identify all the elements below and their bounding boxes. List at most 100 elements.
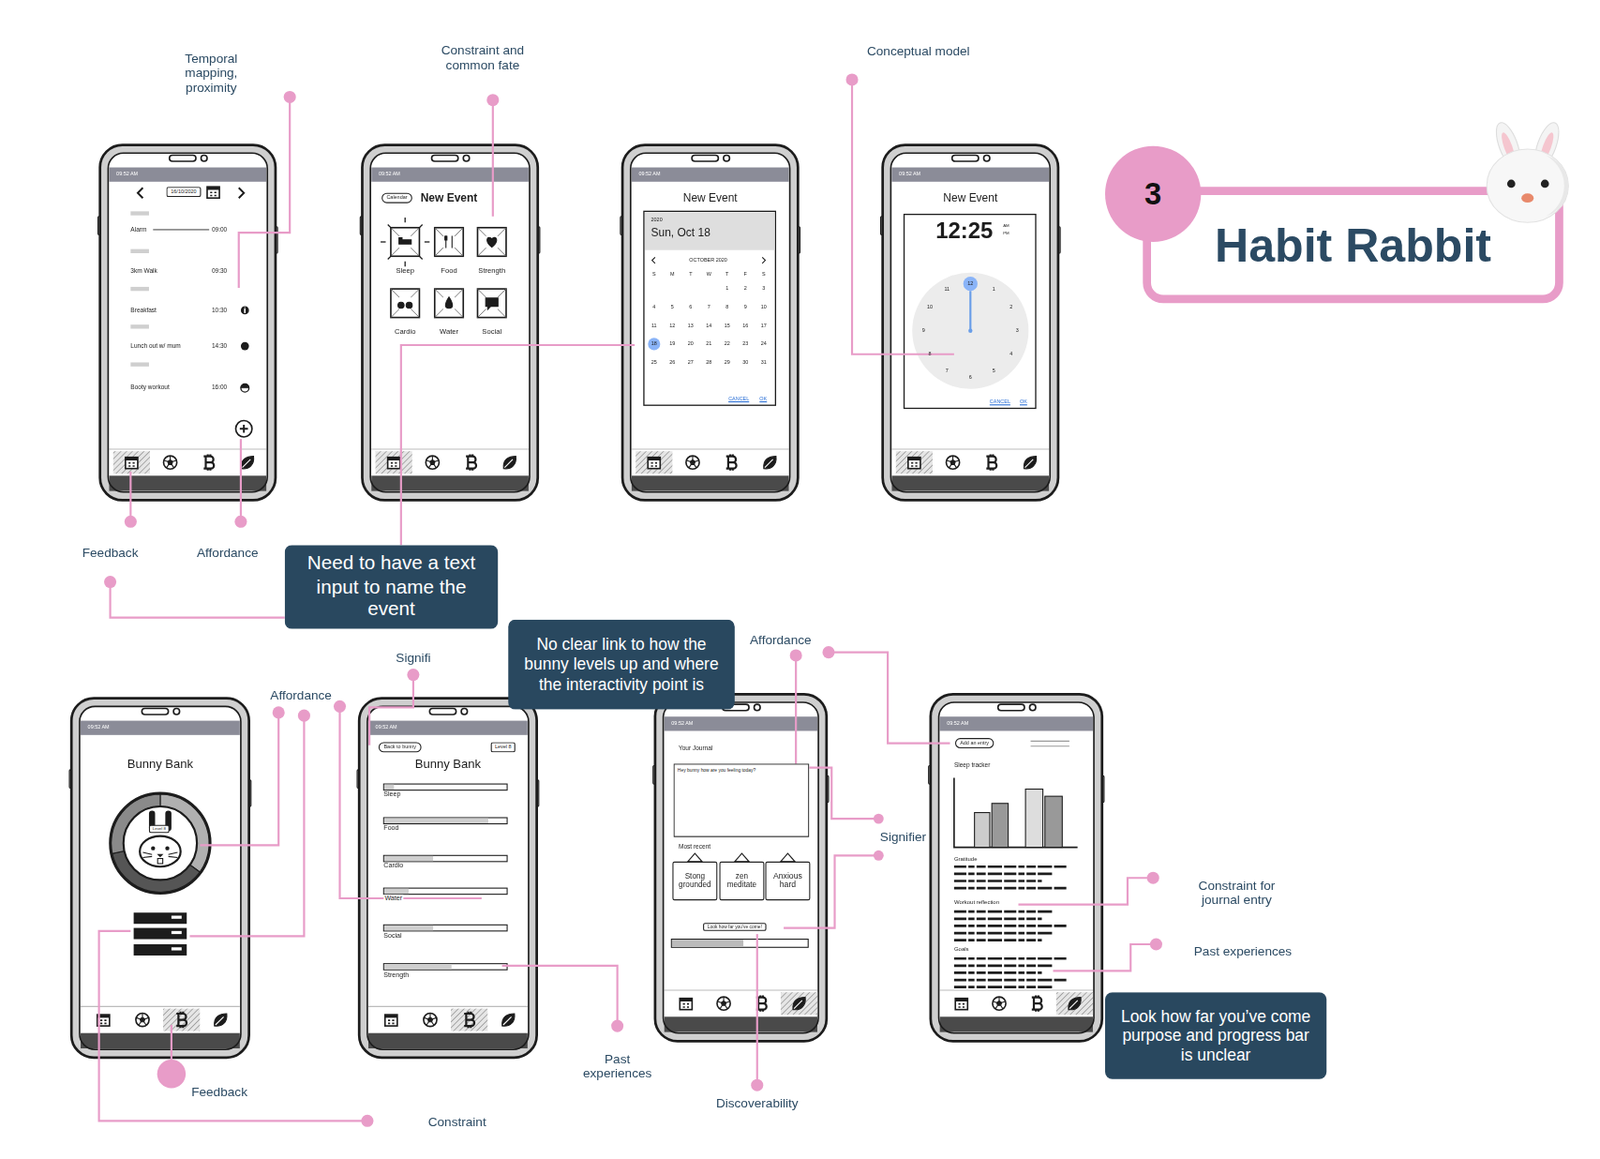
icon-part — [164, 455, 177, 468]
ball-icon — [425, 455, 439, 469]
ball-icon — [423, 1012, 437, 1026]
phone-frame — [370, 152, 530, 492]
status-bar — [940, 716, 1093, 731]
rabbit-head — [1486, 149, 1569, 223]
calendar-day: 21 — [705, 341, 712, 347]
icon-patch — [396, 233, 413, 250]
phone-mockup — [357, 698, 539, 1058]
icon-cross — [390, 288, 419, 317]
clock-number: 10 — [927, 304, 933, 311]
home-bar — [368, 1032, 528, 1048]
calendar-icon — [908, 457, 921, 469]
calendar-day: 17 — [761, 322, 767, 329]
menu-lines — [1031, 740, 1070, 746]
mood-bubble: zen meditate — [718, 861, 764, 900]
leaf-icon — [214, 1013, 227, 1026]
speaker — [429, 708, 456, 716]
phone-frame — [630, 152, 791, 492]
icon-part — [689, 459, 695, 464]
nav-divider — [368, 1005, 528, 1007]
bunny-whiskers — [142, 852, 178, 857]
calendar-day: 12 — [669, 322, 675, 329]
bar-label: Food — [383, 823, 399, 832]
icon-part — [388, 457, 401, 461]
progress-fill — [384, 963, 452, 969]
leader-dot — [845, 73, 858, 86]
calendar-day: 10 — [761, 304, 767, 311]
status-time: 09:52 AM — [378, 171, 401, 178]
phone-mockup — [359, 145, 540, 501]
icon-part — [908, 457, 921, 469]
screen-title: New Event — [683, 191, 738, 205]
progress-ring — [240, 383, 250, 388]
weekday: S — [652, 271, 657, 278]
rabbit-ear — [1530, 119, 1565, 171]
icon-part — [209, 192, 217, 195]
clock-center — [968, 328, 972, 333]
scribble-text — [954, 924, 1067, 928]
node-text: 3 — [1144, 176, 1162, 211]
leader-line — [828, 652, 951, 744]
back-button: Back to bunny — [378, 742, 421, 752]
node-text: Level 8 — [494, 744, 512, 750]
calendar-day: 5 — [671, 304, 674, 311]
nav-divider — [80, 1005, 240, 1007]
bitcoin-icon — [726, 453, 737, 470]
phone-body — [361, 145, 538, 501]
icon-frame — [477, 288, 506, 317]
rabbit-nose — [1521, 193, 1534, 203]
icon-glyph — [399, 238, 412, 245]
leader-dot — [1150, 937, 1163, 950]
icon-part — [423, 1012, 437, 1026]
icon-part — [793, 1000, 803, 1009]
category-icon — [477, 227, 506, 256]
leader-dot — [298, 709, 311, 722]
icon-part — [1031, 994, 1043, 1011]
icon-part — [679, 998, 692, 1002]
phone-frame — [939, 702, 1094, 1033]
phone-mockup — [98, 145, 279, 501]
back-button: Calendar — [381, 193, 413, 203]
screen-text: Workout reflection — [954, 898, 1000, 906]
leader-line — [1052, 943, 1156, 971]
calendar-day: 9 — [744, 304, 748, 311]
icon-part — [465, 453, 477, 470]
icon-part — [502, 1013, 515, 1026]
home-bar — [631, 475, 790, 491]
icon-part — [390, 463, 398, 466]
bar-label: Strength — [383, 971, 409, 979]
calendar-day: 28 — [705, 358, 712, 365]
icon-part — [385, 1014, 398, 1026]
leader-line — [502, 965, 618, 1026]
icon-patch — [483, 295, 500, 312]
clock-number: 9 — [922, 328, 926, 334]
rabbit-ear-inner — [1538, 131, 1556, 164]
stack-bar — [134, 943, 188, 956]
chart-bar — [1025, 789, 1044, 848]
icon-patch — [396, 295, 413, 312]
section-number: 3 — [1105, 146, 1201, 242]
icon-part — [176, 1011, 187, 1028]
annotation-label: Constraint for journal entry — [1181, 878, 1294, 908]
progress-track — [383, 887, 508, 895]
calendar-icon — [388, 457, 401, 469]
camera — [1029, 703, 1036, 711]
screen-text: PM — [1002, 231, 1010, 237]
annotation-label: Signifier — [880, 829, 927, 845]
chevron — [137, 187, 143, 198]
clock-number: 5 — [992, 368, 996, 374]
icon-part — [911, 463, 918, 466]
selection-ray — [404, 217, 406, 223]
selection-ray — [418, 224, 423, 229]
leader-dot — [284, 90, 297, 104]
home-bar — [371, 475, 529, 491]
leader-dot — [1147, 871, 1160, 884]
calendar-day: 30 — [742, 358, 748, 365]
leader-line — [369, 674, 414, 746]
scribble-text — [954, 865, 1067, 868]
phone-body — [622, 145, 798, 501]
node-text: Hey bunny how are you feeling today? — [677, 767, 756, 774]
phone-body — [930, 693, 1103, 1041]
chart-bar — [1045, 795, 1063, 847]
